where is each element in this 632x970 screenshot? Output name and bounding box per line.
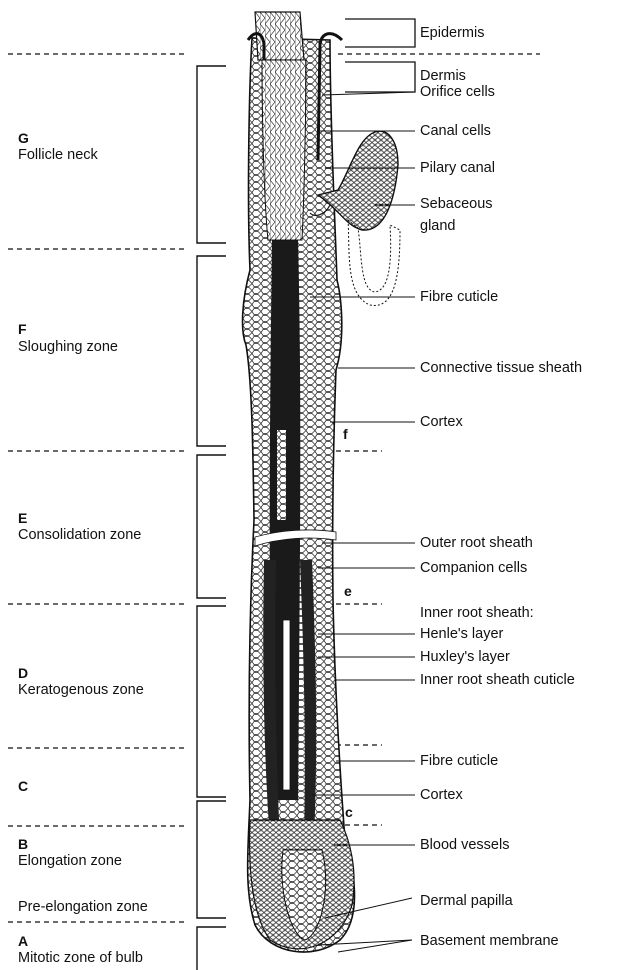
zone-dividers <box>8 54 188 922</box>
zone-c-letter: C <box>18 778 28 795</box>
marker-e: e <box>344 583 352 600</box>
label-orifice-cells: Orifice cells <box>420 84 495 101</box>
label-huxleys-layer: Huxley's layer <box>420 649 510 666</box>
label-dermis: Dermis <box>420 68 466 85</box>
label-inner-root-sheath-cuticle: Inner root sheath cuticle <box>420 672 575 689</box>
zone-f-letter: F <box>18 321 27 338</box>
pre-elongation-zone: Pre-elongation zone <box>18 899 148 916</box>
marker-c: c <box>345 804 353 821</box>
label-outer-root-sheath: Outer root sheath <box>420 535 533 552</box>
label-dermal-papilla: Dermal papilla <box>420 893 513 910</box>
label-cortex-lower: Cortex <box>420 787 463 804</box>
skin-layer-brackets <box>345 19 415 92</box>
label-henles-layer: Henle's layer <box>420 626 503 643</box>
zone-d-letter: D <box>18 665 28 682</box>
label-inner-root-sheath: Inner root sheath: <box>420 605 534 622</box>
zone-b-name: Elongation zone <box>18 853 122 870</box>
label-basement-membrane: Basement membrane <box>420 933 559 950</box>
label-epidermis: Epidermis <box>420 25 484 42</box>
zone-f-name: Sloughing zone <box>18 339 118 356</box>
zone-b-letter: B <box>18 836 28 853</box>
label-cortex-upper: Cortex <box>420 414 463 431</box>
label-connective-tissue-sheath: Connective tissue sheath <box>420 360 582 377</box>
zone-a-letter: A <box>18 933 28 950</box>
zone-brackets <box>197 66 226 970</box>
label-sebaceous: Sebaceous <box>420 196 493 213</box>
zone-d-name: Keratogenous zone <box>18 682 144 699</box>
zone-g-letter: G <box>18 130 29 147</box>
label-canal-cells: Canal cells <box>420 123 491 140</box>
label-blood-vessels: Blood vessels <box>420 837 509 854</box>
marker-f: f <box>343 426 348 443</box>
label-gland: gland <box>420 218 455 235</box>
zone-a-name: Mitotic zone of bulb <box>18 950 143 967</box>
zone-e-letter: E <box>18 510 27 527</box>
label-fibre-cuticle-upper: Fibre cuticle <box>420 289 498 306</box>
zone-g-name: Follicle neck <box>18 147 98 164</box>
zone-e-name: Consolidation zone <box>18 527 141 544</box>
label-pilary-canal: Pilary canal <box>420 160 495 177</box>
label-fibre-cuticle-lower: Fibre cuticle <box>420 753 498 770</box>
label-companion-cells: Companion cells <box>420 560 527 577</box>
